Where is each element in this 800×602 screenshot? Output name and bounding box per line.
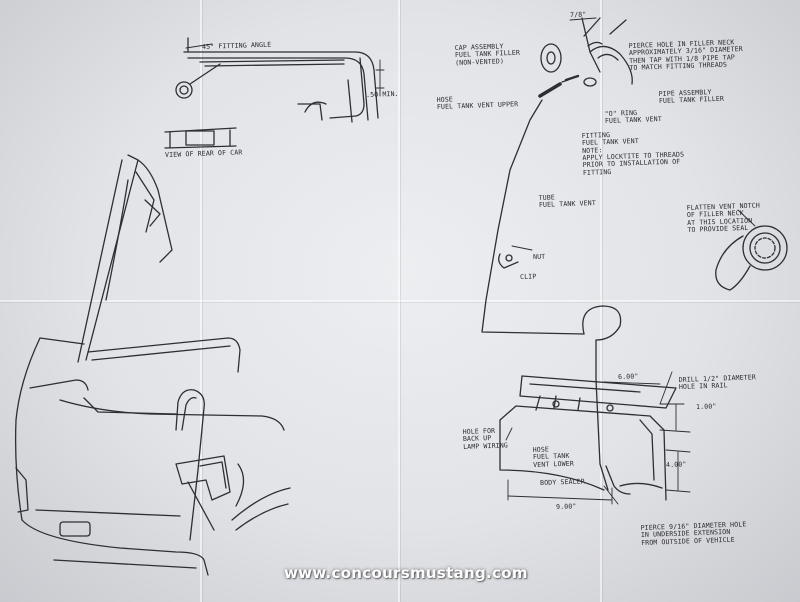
fitting-angle-view xyxy=(164,37,385,149)
body-sealer-label: BODY SEALER xyxy=(539,477,585,487)
flatten-notch-detail xyxy=(715,209,788,291)
min-dimension-label: .50 MIN. xyxy=(365,89,399,99)
dim-9-00-label: 9.00" xyxy=(555,502,577,511)
rear-quarter-view xyxy=(14,154,291,576)
filler-neck-detail xyxy=(481,17,633,491)
rail-and-tank-detail xyxy=(499,371,691,505)
dim-1-00-label: 1.00" xyxy=(695,402,717,411)
nut-label: NUT xyxy=(532,252,546,261)
paper-fold xyxy=(0,300,800,302)
dim-7-8-label: 7/8" xyxy=(569,10,587,19)
clip-label: CLIP xyxy=(519,272,537,281)
dim-4-00-label: 4.00" xyxy=(665,460,687,469)
watermark-text: www.concoursmustang.com xyxy=(284,564,528,582)
dim-6-00-label: 6.00" xyxy=(617,372,639,381)
